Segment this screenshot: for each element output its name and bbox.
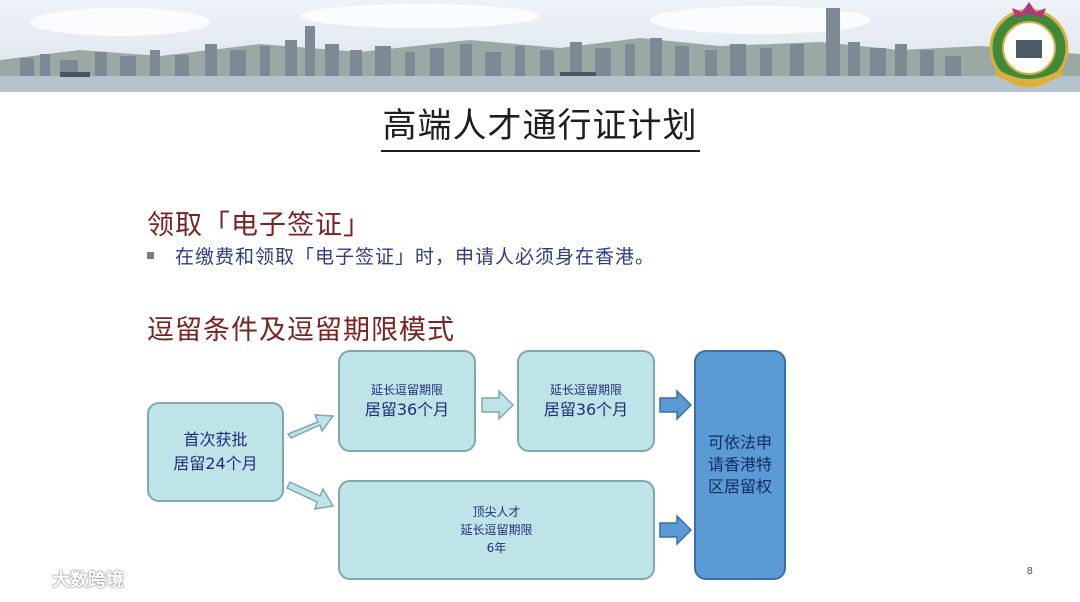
flow-box-top-talent-line3: 6年 <box>486 541 507 555</box>
flow-box-right-of-abode-text: 可依法申请香港特区居留权 <box>708 433 773 496</box>
flow-box-extension-2-line2: 居留36个月 <box>543 400 629 419</box>
section-heading-stay: 逗留条件及逗留期限模式 <box>147 315 455 346</box>
arrow-up-right-icon <box>286 414 335 439</box>
bullet-text-evisa: 在缴费和领取「电子签证」时，申请人必须身在香港。 <box>175 246 656 268</box>
flow-box-extension-1-line1: 延长逗留期限 <box>370 383 443 397</box>
flow-box-top-talent: 顶尖人才 延长逗留期限 6年 <box>338 480 655 580</box>
arrow-right-dark-icon-1 <box>659 389 693 421</box>
flow-box-top-talent-line1: 顶尖人才 <box>472 505 521 519</box>
flow-box-extension-2-line1: 延长逗留期限 <box>549 383 622 397</box>
page-number: 8 <box>1026 566 1033 577</box>
flow-box-initial-approval: 首次获批 居留24个月 <box>147 402 284 502</box>
slide-title-container: 高端人才通行证计划 <box>0 104 1080 152</box>
watermark: 大数跨境 <box>8 566 124 592</box>
flow-box-right-of-abode: 可依法申请香港特区居留权 <box>694 350 786 580</box>
flow-box-top-talent-line2: 延长逗留期限 <box>460 523 533 537</box>
flow-box-extension-1-line2: 居留36个月 <box>364 400 450 419</box>
bullet-evisa: 在缴费和领取「电子签证」时，申请人必须身在香港。 <box>147 242 655 269</box>
skyline-image <box>0 0 1080 92</box>
flow-box-initial-line1: 首次获批 <box>183 430 248 449</box>
watermark-text: 大数跨境 <box>52 570 124 591</box>
flow-box-extension-2: 延长逗留期限 居留36个月 <box>517 350 655 452</box>
flow-box-initial-line2: 居留24个月 <box>173 454 258 473</box>
section-heading-evisa: 领取「电子签证」 <box>147 210 371 241</box>
police-emblem-logo <box>989 2 1069 88</box>
arrow-right-dark-icon-2 <box>659 514 693 546</box>
arrow-down-right-icon <box>286 481 335 510</box>
arrow-right-light-icon <box>481 389 515 421</box>
skyline-banner <box>0 0 1080 92</box>
bullet-square-icon <box>147 252 154 259</box>
flow-box-extension-1: 延长逗留期限 居留36个月 <box>338 350 476 452</box>
slide-title: 高端人才通行证计划 <box>380 104 700 152</box>
watermark-logo-icon <box>9 570 48 588</box>
